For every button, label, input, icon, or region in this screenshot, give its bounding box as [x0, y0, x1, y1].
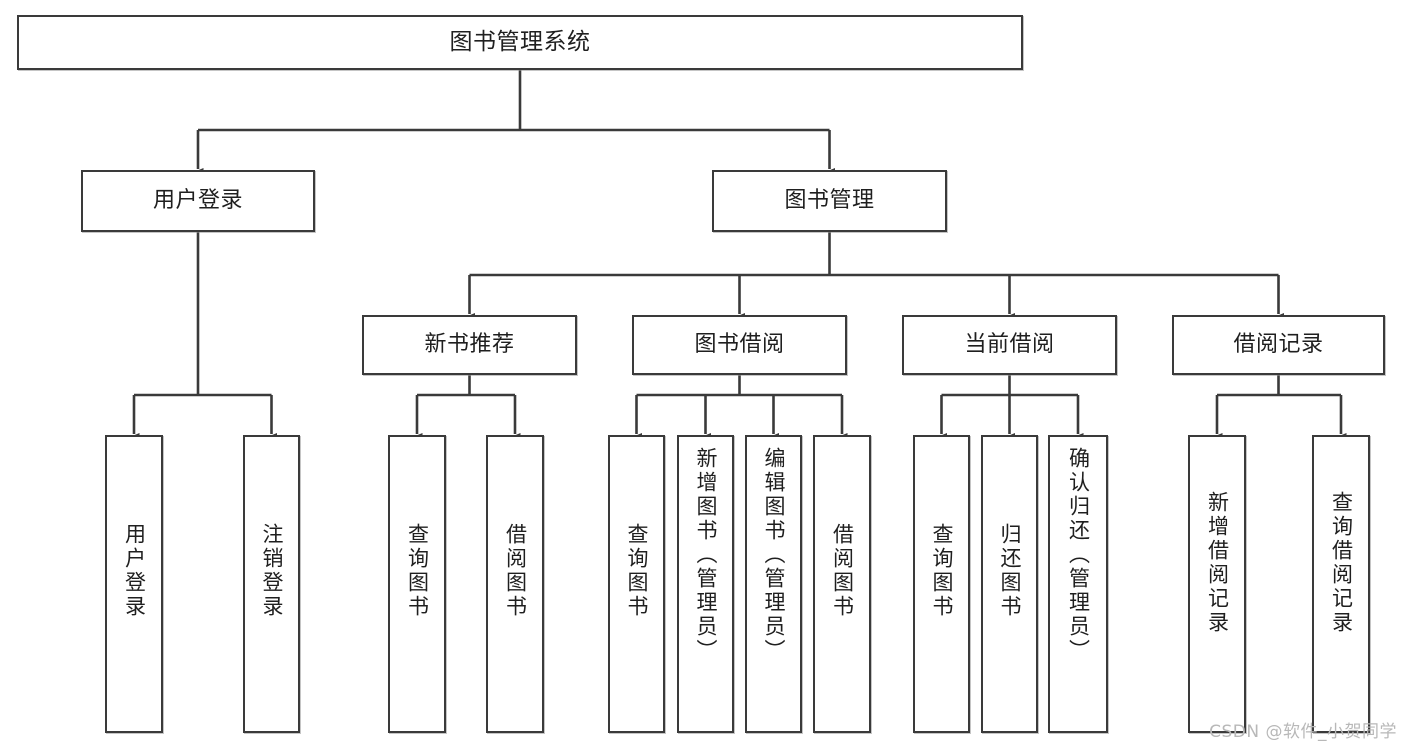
- node-label: 图书管理系统: [449, 29, 591, 56]
- node-label: 用户登录: [122, 523, 147, 619]
- node-leaf-logout[interactable]: 注销登录: [243, 435, 300, 733]
- node-label: 确认归还（管理员）: [1066, 447, 1091, 663]
- node-label: 借阅图书: [830, 523, 855, 619]
- node-newrec[interactable]: 新书推荐: [362, 315, 577, 375]
- node-label: 查询图书: [625, 523, 649, 619]
- node-label: 当前借阅: [964, 332, 1055, 358]
- node-label: 新书推荐: [424, 332, 515, 358]
- node-leaf-ret[interactable]: 归还图书: [981, 435, 1038, 733]
- node-root[interactable]: 图书管理系统: [17, 15, 1023, 70]
- node-label: 新增图书（管理员）: [694, 447, 718, 663]
- node-borrow[interactable]: 图书借阅: [632, 315, 847, 375]
- node-leaf-qrec[interactable]: 查询借阅记录: [1312, 435, 1370, 733]
- node-label: 查询图书: [930, 523, 954, 619]
- node-leaf-login[interactable]: 用户登录: [105, 435, 163, 733]
- node-leaf-add[interactable]: 新增图书（管理员）: [677, 435, 734, 733]
- node-label: 注销登录: [260, 523, 284, 619]
- node-leaf-b1[interactable]: 借阅图书: [486, 435, 544, 733]
- node-label: 图书管理: [784, 188, 875, 214]
- node-leaf-q1[interactable]: 查询图书: [388, 435, 446, 733]
- node-label: 借阅图书: [503, 523, 528, 619]
- node-label: 借阅记录: [1233, 332, 1324, 358]
- node-label: 编辑图书（管理员）: [762, 447, 786, 663]
- csdn-watermark: CSDN @软件_小贺同学: [1209, 722, 1397, 742]
- node-label: 归还图书: [998, 523, 1022, 619]
- node-current[interactable]: 当前借阅: [902, 315, 1117, 375]
- node-records[interactable]: 借阅记录: [1172, 315, 1385, 375]
- node-leaf-conf[interactable]: 确认归还（管理员）: [1048, 435, 1108, 733]
- node-label: 查询图书: [405, 523, 430, 619]
- node-bookmgmt[interactable]: 图书管理: [712, 170, 947, 232]
- node-label: 新增借阅记录: [1205, 491, 1230, 635]
- node-label: 图书借阅: [694, 332, 785, 358]
- node-leaf-q3[interactable]: 查询图书: [913, 435, 970, 733]
- node-label: 用户登录: [152, 188, 243, 214]
- node-leaf-addrec[interactable]: 新增借阅记录: [1188, 435, 1246, 733]
- node-leaf-q2[interactable]: 查询图书: [608, 435, 665, 733]
- node-login[interactable]: 用户登录: [81, 170, 315, 232]
- node-leaf-edit[interactable]: 编辑图书（管理员）: [745, 435, 802, 733]
- node-leaf-b2[interactable]: 借阅图书: [813, 435, 871, 733]
- node-label: 查询借阅记录: [1329, 491, 1354, 635]
